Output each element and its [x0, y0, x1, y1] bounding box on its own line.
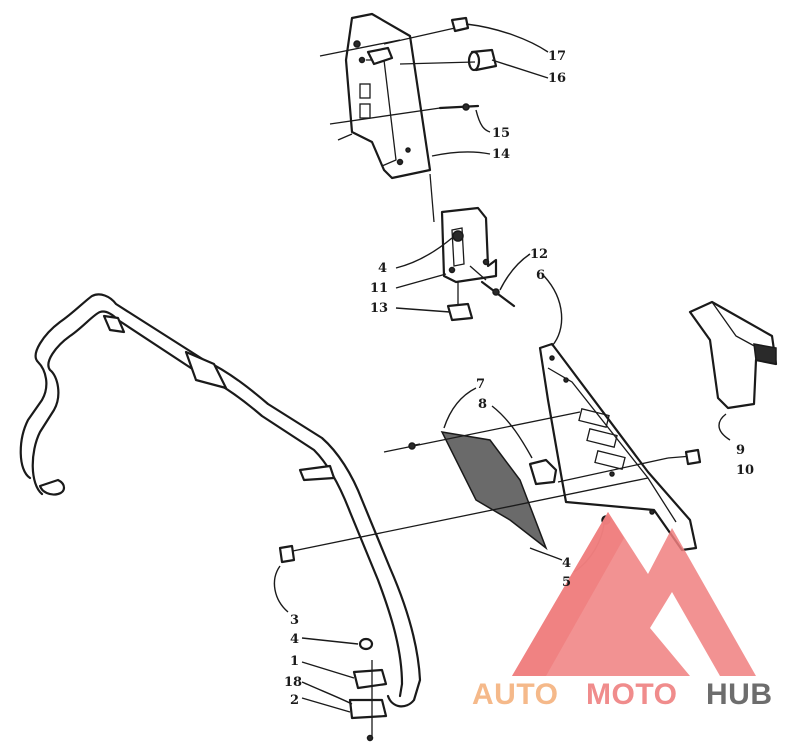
- callout-4-top: 4: [378, 261, 387, 276]
- leader-lines: [273, 23, 731, 713]
- bumper-block: [688, 300, 778, 410]
- callout-3: 3: [290, 613, 299, 628]
- side-plate: [538, 342, 698, 552]
- watermark-wordmark: AUTO MOTO HUB: [472, 678, 773, 711]
- wm-auto: AUTO: [472, 678, 558, 711]
- callout-11: 11: [370, 281, 388, 296]
- callout-10: 10: [736, 463, 754, 478]
- callout-4-right: 4: [562, 556, 571, 571]
- pin-15: [438, 103, 480, 111]
- callout-17: 17: [548, 49, 566, 64]
- callout-4-bottom: 4: [290, 632, 299, 647]
- callout-2: 2: [290, 693, 299, 708]
- callout-15: 15: [492, 126, 510, 141]
- callout-5: 5: [562, 575, 571, 590]
- callout-8: 8: [478, 397, 487, 412]
- bolt-13: [446, 302, 474, 322]
- callout-1: 1: [290, 654, 299, 669]
- watermark-logo: [512, 512, 756, 676]
- mesh-panel: [440, 431, 548, 551]
- callout-14: 14: [492, 147, 510, 162]
- spacer-16: [467, 48, 498, 72]
- callout-13: 13: [370, 301, 388, 316]
- pin-12: [480, 280, 516, 308]
- callout-9: 9: [736, 443, 745, 458]
- bolt-17: [450, 16, 470, 33]
- handlebar: [19, 293, 422, 742]
- callout-labels: 17 16 15 14 4 11 13 12 6 7 8 9 10 4 5 3 …: [284, 49, 754, 708]
- callout-6: 6: [536, 268, 545, 283]
- wm-moto: MOTO: [586, 678, 677, 711]
- upper-mounting-plate: [344, 12, 432, 180]
- callout-18: 18: [284, 675, 302, 690]
- callout-12: 12: [530, 247, 548, 262]
- callout-7: 7: [476, 377, 485, 392]
- bracket-8: [528, 458, 558, 486]
- wm-hub: HUB: [706, 678, 773, 711]
- callout-16: 16: [548, 71, 566, 86]
- middle-bracket: [440, 206, 498, 284]
